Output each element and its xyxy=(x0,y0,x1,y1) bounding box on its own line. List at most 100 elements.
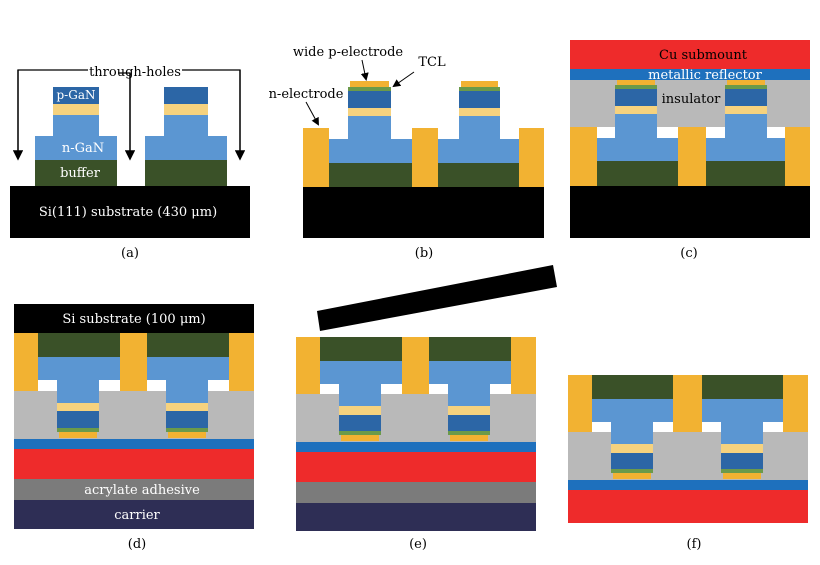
mqw-layer xyxy=(721,444,763,453)
label-substrate: Si(111) substrate (430 μm) xyxy=(39,205,217,220)
ngan-mesa xyxy=(53,115,99,136)
pgan-layer xyxy=(615,89,657,106)
ngan-layer xyxy=(592,399,673,422)
panel-f: (f) xyxy=(568,375,808,552)
mqw-layer xyxy=(348,108,391,116)
panel-e: (e) xyxy=(296,265,557,552)
buffer-layer xyxy=(329,163,412,187)
pgan-layer xyxy=(611,453,653,469)
ngan-mesa xyxy=(611,422,653,444)
buffer-layer xyxy=(147,333,229,357)
mqw-layer xyxy=(615,106,657,114)
tcl-layer xyxy=(166,428,208,432)
wide-p-electrode xyxy=(723,473,761,479)
n-electrode xyxy=(120,333,147,391)
panel-d: Si substrate (100 μm) acrylate adhesive … xyxy=(14,304,254,552)
label-cu-submount: Cu submount xyxy=(659,48,748,63)
ngan-mesa xyxy=(166,380,208,403)
insulator-layer xyxy=(568,432,808,480)
si-substrate-layer xyxy=(14,304,254,333)
ngan-layer xyxy=(429,361,511,384)
pgan-layer xyxy=(53,87,99,104)
pgan-layer xyxy=(725,89,767,106)
label-carrier: carrier xyxy=(114,508,160,523)
n-electrode xyxy=(785,127,810,186)
tcl-layer xyxy=(448,431,490,435)
acrylate-adhesive-layer xyxy=(14,479,254,500)
pgan-layer xyxy=(57,411,99,428)
ngan-mesa xyxy=(164,115,208,136)
si-substrate-layer xyxy=(570,186,810,238)
pgan-layer xyxy=(166,411,208,428)
n-electrode xyxy=(296,337,320,394)
label-insulator: insulator xyxy=(662,92,722,107)
tcl-layer xyxy=(615,85,657,89)
label-buffer: buffer xyxy=(60,166,101,181)
buffer-layer xyxy=(592,375,673,399)
buffer-layer xyxy=(38,333,120,357)
wide-p-electrode xyxy=(461,81,498,87)
mqw-layer xyxy=(459,108,500,116)
pointer-tcl xyxy=(392,71,415,88)
mqw-layer xyxy=(725,106,767,114)
pgan-layer xyxy=(339,415,381,431)
n-electrode xyxy=(568,375,592,432)
mqw-layer xyxy=(339,406,381,415)
insulator-layer xyxy=(14,391,254,439)
pgan-layer xyxy=(459,91,500,108)
label-tcl: TCL xyxy=(418,55,446,70)
label-wide-p-electrode: wide p-electrode xyxy=(293,45,404,60)
buffer-layer xyxy=(35,160,117,186)
tcl-layer xyxy=(611,469,653,473)
n-electrode xyxy=(402,337,429,394)
pointer-wide-p-electrode xyxy=(360,59,369,81)
label-metallic-reflector: metallic reflector xyxy=(648,68,762,83)
buffer-layer xyxy=(702,375,783,399)
wide-p-electrode xyxy=(59,432,97,438)
wide-p-electrode xyxy=(727,80,765,85)
ngan-layer xyxy=(320,361,402,384)
label-through-holes: through-holes xyxy=(89,65,181,80)
label-si-substrate: Si substrate (100 μm) xyxy=(62,312,205,327)
si-substrate-layer xyxy=(10,186,250,238)
n-electrode xyxy=(570,127,597,186)
cu-submount-layer xyxy=(296,452,536,482)
label-n-electrode: n-electrode xyxy=(269,87,344,102)
pgan-layer xyxy=(721,453,763,469)
ngan-mesa xyxy=(339,384,381,406)
panel-a: through-holes p-GaN MQWs n-GaN buffer Si… xyxy=(10,65,250,261)
through-holes-bracket xyxy=(118,72,131,156)
ngan-mesa xyxy=(57,380,99,403)
buffer-layer xyxy=(706,161,785,186)
buffer-layer xyxy=(145,160,227,186)
label-mqws: MQWs xyxy=(56,102,97,116)
ngan-mesa xyxy=(448,384,490,406)
caption-f: (f) xyxy=(687,537,702,552)
wide-p-electrode xyxy=(168,432,206,438)
si-substrate-layer xyxy=(303,187,544,238)
wide-p-electrode xyxy=(350,81,389,87)
acrylate-adhesive-layer xyxy=(296,482,536,503)
lifted-si-substrate xyxy=(317,265,557,331)
mqw-layer xyxy=(611,444,653,453)
ngan-layer xyxy=(35,136,117,160)
wide-p-electrode xyxy=(617,80,655,85)
metallic-reflector-layer xyxy=(14,439,254,449)
n-electrode xyxy=(229,333,254,391)
insulator-layer xyxy=(570,80,810,127)
caption-e: (e) xyxy=(409,537,427,552)
cu-submount-layer xyxy=(14,449,254,479)
buffer-layer xyxy=(438,163,519,187)
n-electrode xyxy=(14,333,38,391)
cu-submount-layer xyxy=(570,40,810,69)
buffer-layer xyxy=(597,161,678,186)
wide-p-electrode xyxy=(341,435,379,441)
mqw-layer xyxy=(57,403,99,411)
tcl-layer xyxy=(339,431,381,435)
ngan-mesa xyxy=(725,114,767,138)
carrier-layer xyxy=(14,500,254,529)
caption-c: (c) xyxy=(680,246,697,261)
ngan-mesa xyxy=(721,422,763,444)
tcl-layer xyxy=(459,87,500,91)
tcl-layer xyxy=(721,469,763,473)
